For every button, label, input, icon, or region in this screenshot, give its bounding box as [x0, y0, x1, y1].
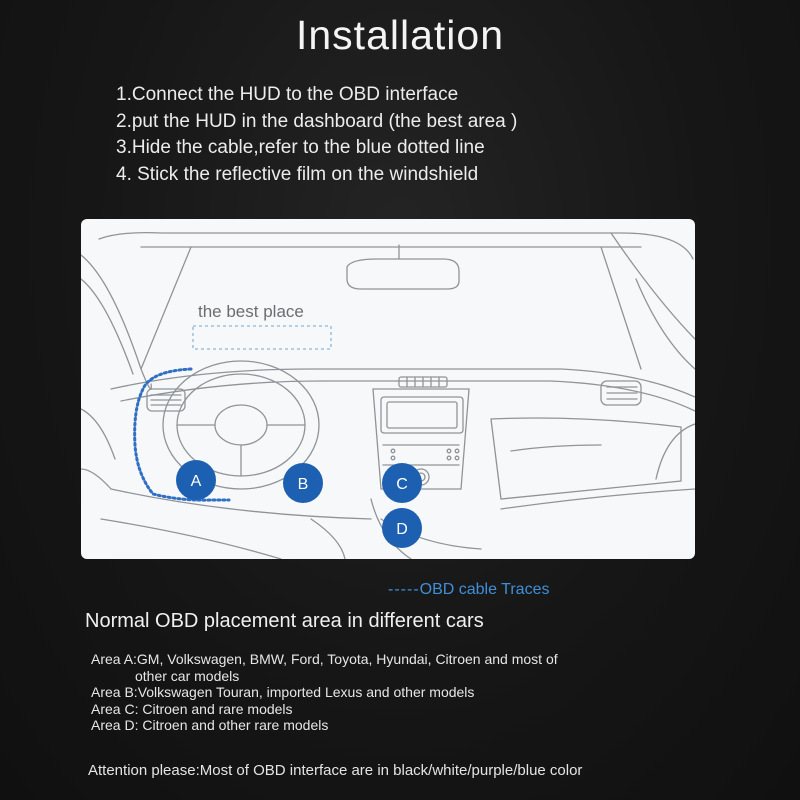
obd-cable-trace: [133, 367, 231, 502]
center-console: [372, 388, 470, 490]
placement-subtitle: Normal OBD placement area in different c…: [85, 610, 484, 632]
step-3: 3.Hide the cable,refer to the blue dotte…: [116, 137, 485, 158]
step-2: 2.put the HUD in the dashboard (the best…: [116, 110, 518, 132]
area-a: Area A:GM, Volkswagen, BMW, Ford, Toyota…: [91, 651, 558, 684]
best-place-area: [192, 325, 332, 350]
car-dashboard-diagram: the best place A B C D: [81, 219, 695, 559]
right-a-pillar: [610, 232, 695, 340]
legend-label: OBD cable Traces: [419, 581, 550, 598]
step-4: 4. Stick the reflective film on the wind…: [116, 163, 479, 185]
step-1: 1.Connect the HUD to the OBD interface: [116, 84, 459, 105]
marker-a: A: [176, 460, 216, 500]
area-d: Area D: Citroen and other rare models: [91, 717, 329, 733]
windshield-outline: [98, 231, 694, 260]
marker-d: D: [382, 508, 422, 548]
cable-trace-legend: -----OBD cable Traces: [388, 581, 549, 599]
dashboard-top: [110, 368, 695, 398]
marker-c-label: C: [396, 476, 408, 493]
marker-c: C: [382, 463, 422, 503]
placement-area-list: Area A:GM, Volkswagen, BMW, Ford, Toyota…: [91, 651, 558, 734]
marker-a-label: A: [191, 473, 202, 490]
legend-dashes: -----: [388, 581, 420, 598]
marker-b-label: B: [298, 476, 309, 493]
attention-note: Attention please:Most of OBD interface a…: [88, 762, 583, 779]
page-title: Installation: [295, 12, 504, 58]
glovebox: [490, 417, 682, 500]
area-c: Area C: Citroen and rare models: [91, 700, 293, 717]
steering-wheel: [162, 360, 320, 490]
area-b: Area B:Volkswagen Touran, imported Lexus…: [91, 684, 475, 700]
marker-b: B: [283, 463, 323, 503]
installation-steps: 1.Connect the HUD to the OBD interface 2…: [116, 82, 517, 188]
area-a-line-1: Area A:GM, Volkswagen, BMW, Ford, Toyota…: [91, 651, 558, 667]
marker-d-label: D: [396, 521, 408, 538]
rearview-mirror: [346, 258, 460, 290]
area-a-line-2: other car models: [135, 667, 240, 684]
best-place-label: the best place: [198, 302, 304, 321]
right-vent: [600, 380, 642, 406]
